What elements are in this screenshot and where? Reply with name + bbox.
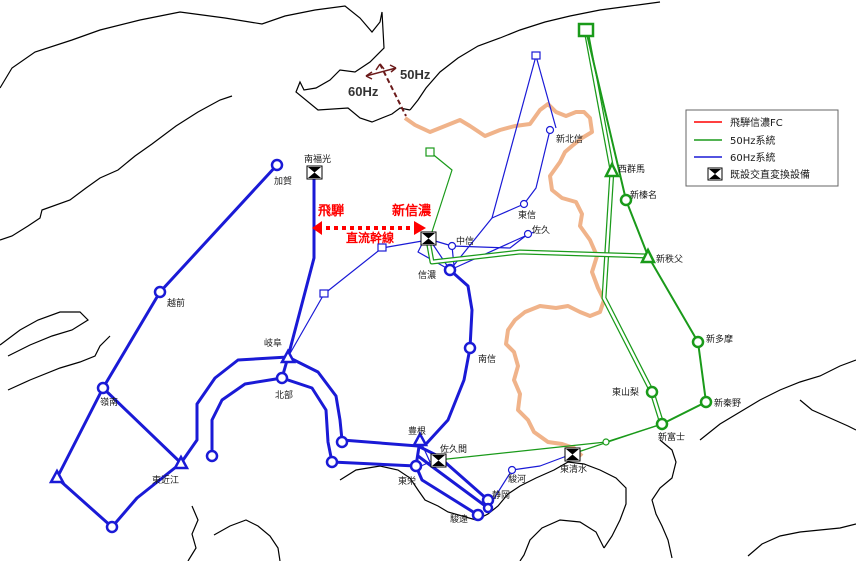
label-kaga: 加賀 [274, 175, 292, 187]
legend-50hz-label: 50Hz系統 [730, 134, 776, 147]
label-tomei: 東栄 [398, 475, 416, 487]
hokubu-node [275, 371, 289, 385]
shinfuji-node [655, 417, 669, 431]
label-shinano: 信濃 [418, 269, 436, 281]
toshin-node [519, 199, 529, 209]
suen-node-2 [482, 502, 494, 514]
label-gifu: 岐阜 [264, 337, 282, 349]
green-small-node [602, 438, 610, 446]
label-chushin: 中信 [456, 235, 474, 247]
tomei-node [409, 459, 423, 473]
shinhokushin-node [545, 125, 555, 135]
grid-60hz-triangles [48, 348, 429, 484]
label-nishigunma: 西群馬 [618, 163, 645, 175]
label-reinan: 嶺南 [100, 396, 118, 408]
sakuma-converter-icon [430, 453, 447, 468]
label-saku: 佐久 [532, 224, 550, 236]
label-sakuma: 佐久間 [440, 443, 467, 455]
grid-50hz-small [425, 147, 610, 446]
nanshin-node [463, 341, 477, 355]
suen-node [471, 508, 485, 522]
label-chokuryu: 直流幹線 [346, 230, 394, 245]
higashishimizu-converter-icon [564, 447, 581, 462]
shinharuna-node [619, 193, 633, 207]
station-labels: 南福光 加賀 越前 嶺南 東近江 岐阜 北部 飛騨 新信濃 直流幹線 中信 佐久… [100, 133, 741, 525]
label-shinhokushin: 新北信 [556, 133, 583, 145]
reinan-node [96, 381, 110, 395]
north-terminal [577, 22, 595, 38]
hida-converter [312, 221, 322, 235]
saku-node [523, 229, 533, 239]
label-shinchichibu: 新秩父 [656, 253, 683, 265]
higashiomi-node [48, 468, 66, 484]
shinhadano-node [699, 395, 713, 409]
legend-converter-icon [707, 167, 723, 181]
nishigunma-node [603, 161, 621, 178]
grid-60hz-nodes [96, 158, 495, 534]
legend-60hz-label: 60Hz系統 [730, 151, 776, 164]
label-shinshinano: 新信濃 [392, 203, 432, 219]
label-sunga: 駿河 [508, 473, 526, 485]
label-shinfuji: 新富士 [658, 431, 685, 443]
square-node-2 [319, 289, 329, 298]
west-node-3 [335, 435, 349, 449]
sunga-node [507, 465, 517, 475]
shinshinano-converter [414, 221, 426, 235]
south-node [105, 520, 119, 534]
label-higashiyamanashi: 東山梨 [612, 386, 639, 398]
square-node-1 [377, 243, 387, 252]
label-suen: 駿遠 [450, 513, 468, 525]
higashiyamanashi-node [645, 385, 659, 399]
label-echizen: 越前 [167, 297, 185, 309]
label-hokubu: 北部 [275, 389, 293, 401]
shinano-node [443, 263, 457, 277]
echizen-node [153, 285, 167, 299]
label-toyone: 豊根 [408, 425, 426, 437]
grid-50hz-nodes [577, 22, 713, 431]
kaga-node [270, 158, 284, 172]
label-shinharuna: 新榛名 [630, 189, 657, 201]
shinchichibu-node [639, 247, 657, 264]
legend-fc-label: 飛騨信濃FC [730, 116, 783, 129]
label-toshin: 東信 [518, 209, 536, 221]
label-shinhadano: 新秦野 [714, 397, 741, 409]
shinshinano-ac-dc-icon [420, 231, 437, 246]
label-minamifukumitsu: 南福光 [304, 153, 331, 165]
shintama-node [691, 335, 705, 349]
label-shizuoka: 静岡 [492, 489, 510, 501]
square-node-3 [531, 51, 541, 60]
label-higashiomi: 東近江 [152, 474, 179, 486]
legend: 飛騨信濃FC 50Hz系統 60Hz系統 既設交直変換設備 [685, 109, 839, 187]
grid-60hz-lines [55, 55, 573, 529]
west-node-1 [205, 449, 219, 463]
grid-60hz-small-nodes [319, 51, 555, 475]
hz50-label: 50Hz [400, 67, 431, 82]
hz60-label: 60Hz [348, 84, 379, 99]
frequency-boundary [403, 102, 606, 458]
green-square-node [425, 147, 435, 157]
label-hida: 飛騨 [317, 203, 344, 219]
label-higashishimizu: 東清水 [560, 463, 587, 475]
gifu-node [279, 348, 297, 364]
chushin-node [447, 241, 457, 251]
label-shintama: 新多摩 [706, 333, 733, 345]
minamifukumitsu-converter-icon [306, 165, 323, 180]
frequency-divider [365, 63, 407, 117]
label-nanshin: 南信 [478, 353, 496, 365]
legend-converter-label: 既設交直変換設備 [730, 168, 810, 181]
toyone-node [411, 431, 429, 447]
grid-50hz-lines [425, 29, 707, 461]
west-node-2 [325, 455, 339, 469]
converter-icons [306, 165, 581, 468]
higashiomi-node-2 [172, 454, 190, 470]
